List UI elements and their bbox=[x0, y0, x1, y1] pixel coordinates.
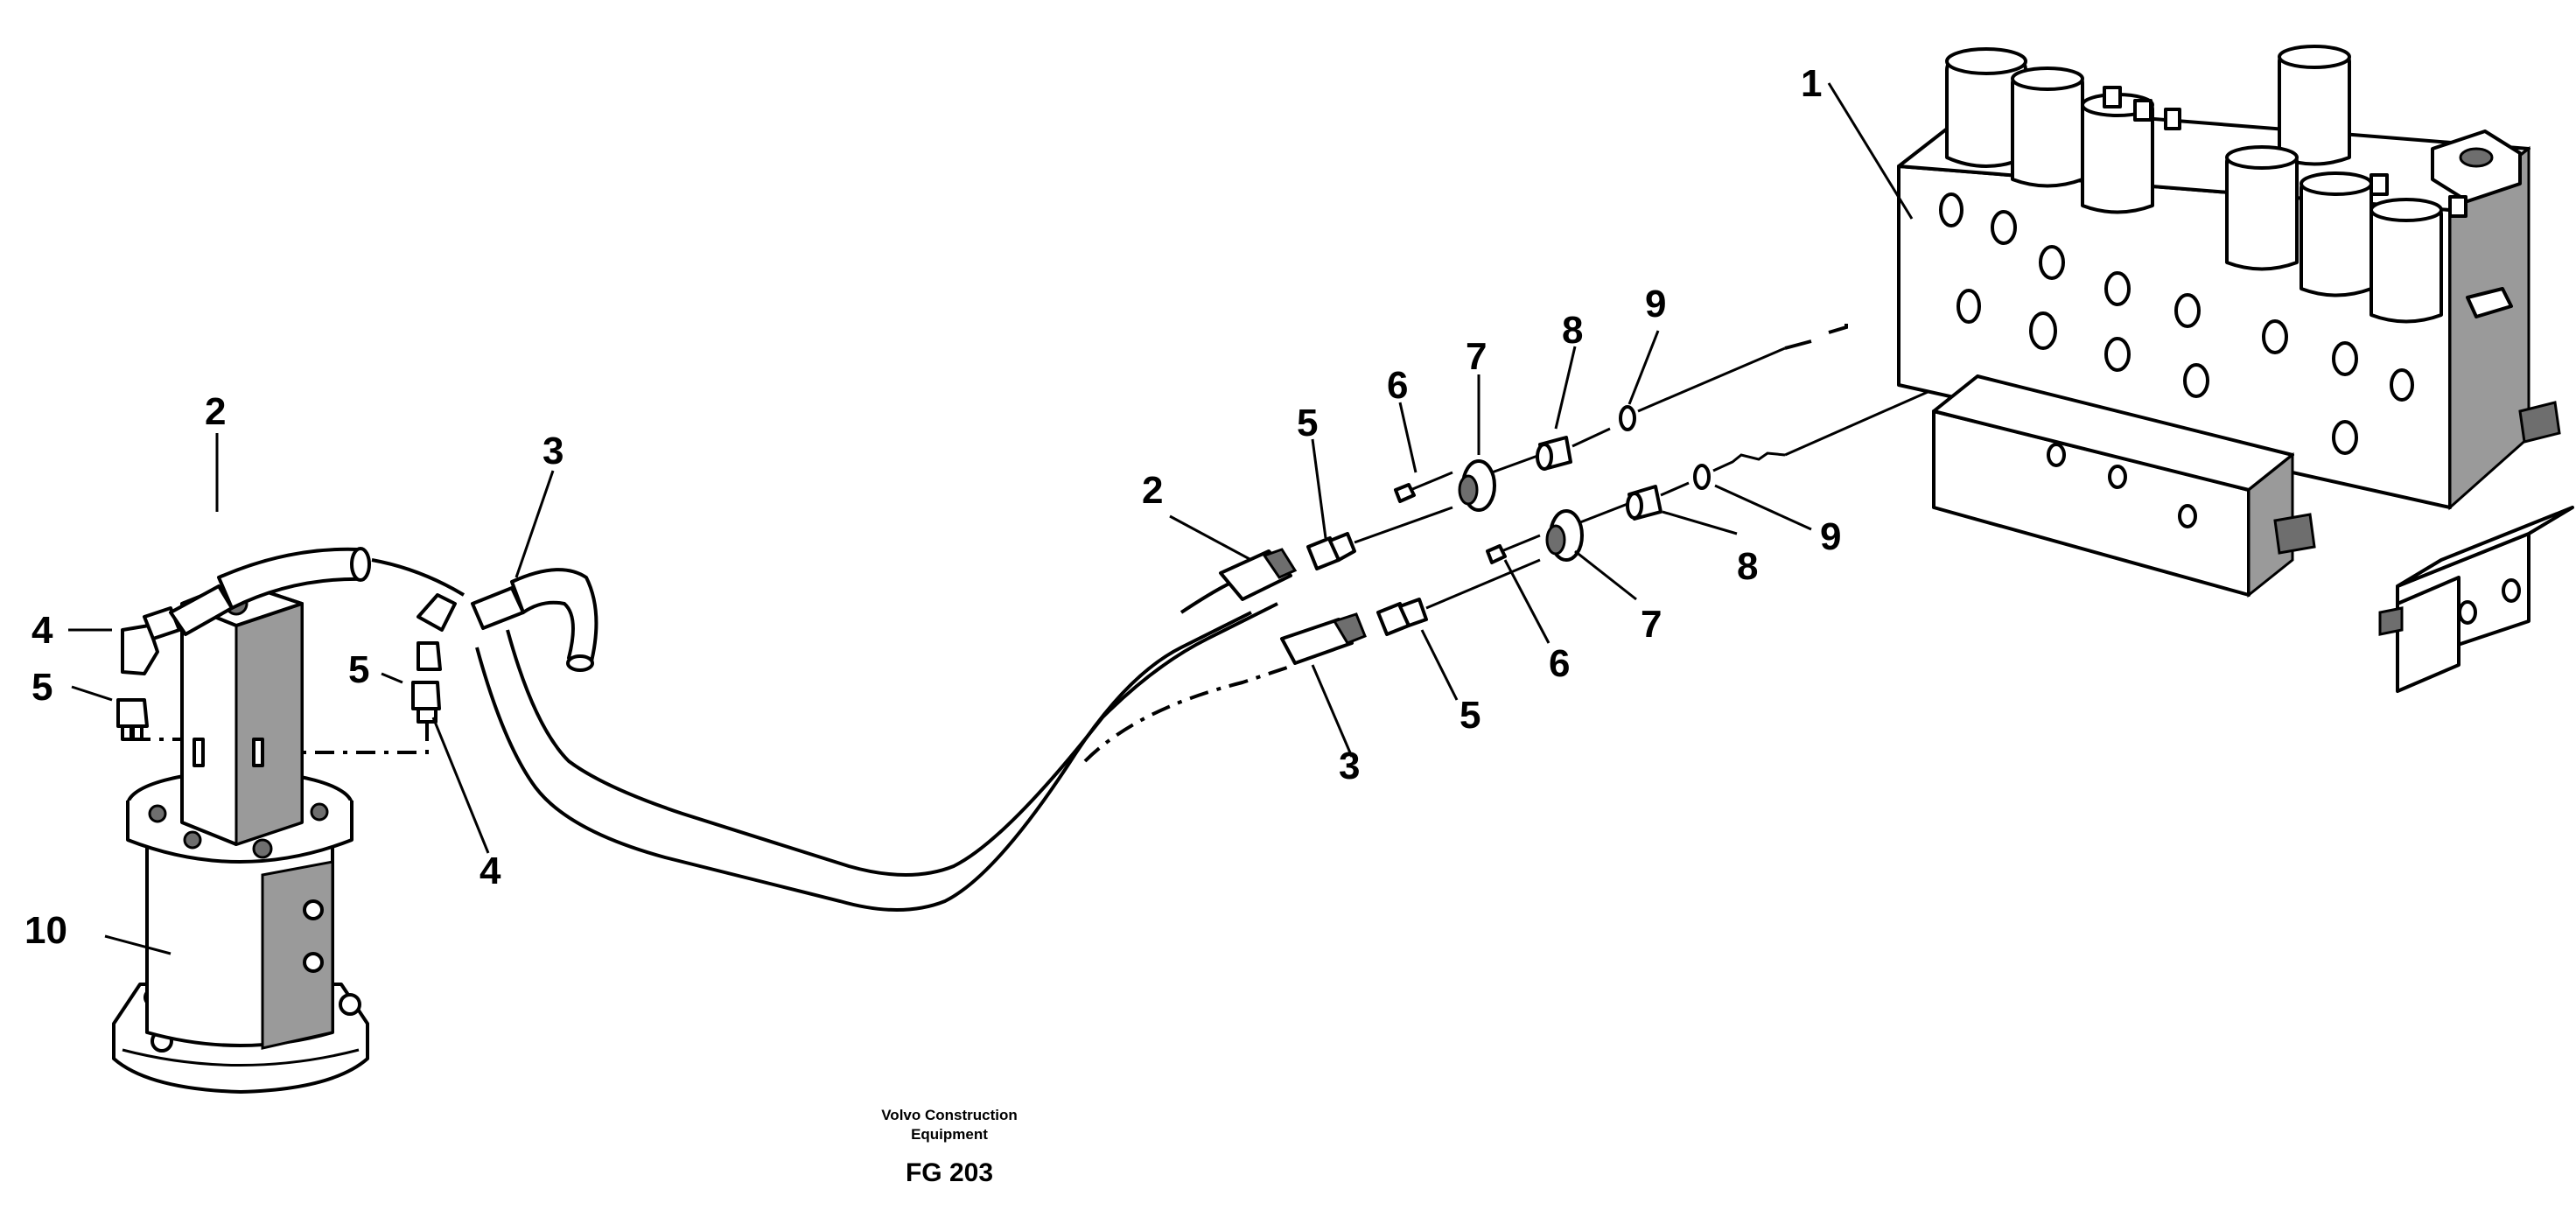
callout-5-nipple-right-a: 5 bbox=[1297, 402, 1318, 444]
callout-6-screw-b: 6 bbox=[1549, 642, 1570, 685]
figure-caption: Volvo Construction Equipment FG 203 bbox=[881, 1107, 1018, 1187]
leader-lines bbox=[68, 82, 1914, 955]
swivel-joint bbox=[112, 580, 369, 1094]
connection-line-left-b bbox=[302, 722, 429, 754]
callout-5-nipple-left-a: 5 bbox=[32, 666, 52, 709]
callout-3-hose-left: 3 bbox=[542, 430, 564, 472]
callout-labels: 1 2 3 4 5 5 4 10 2 5 6 7 8 9 3 5 6 7 8 9 bbox=[24, 62, 1841, 952]
screw-a bbox=[1394, 471, 1453, 503]
callout-9-oring-b: 9 bbox=[1820, 515, 1841, 558]
callout-2-hose-left: 2 bbox=[205, 390, 226, 433]
callout-5-nipple-right-b: 5 bbox=[1460, 694, 1480, 737]
figure-number: FG 203 bbox=[906, 1158, 993, 1187]
callout-7-flange-a: 7 bbox=[1466, 335, 1487, 378]
adapter-a bbox=[1536, 427, 1611, 471]
caption-line-2: Equipment bbox=[911, 1126, 988, 1143]
callout-1-valve-block: 1 bbox=[1801, 62, 1822, 105]
nipple-fitting-left-b bbox=[411, 681, 441, 724]
callout-5-nipple-left-b: 5 bbox=[348, 648, 369, 691]
callout-8-adapter-a: 8 bbox=[1562, 309, 1583, 352]
elbow-fitting-left-b bbox=[416, 593, 457, 671]
control-valve-block bbox=[1897, 45, 2574, 693]
adapter-b bbox=[1626, 481, 1690, 521]
hose-a bbox=[169, 547, 466, 636]
callout-9-oring-a: 9 bbox=[1645, 283, 1666, 325]
callout-4-elbow-left-b: 4 bbox=[480, 850, 501, 892]
callout-3-hose-right: 3 bbox=[1339, 745, 1360, 787]
callout-8-adapter-b: 8 bbox=[1737, 545, 1758, 588]
elbow-fitting-left-a bbox=[121, 606, 181, 675]
hose-end-a-right bbox=[1219, 548, 1298, 601]
hose-b bbox=[471, 568, 598, 672]
oring-a bbox=[1619, 324, 1848, 431]
caption-line-1: Volvo Construction bbox=[881, 1107, 1018, 1123]
hose-end-b-right bbox=[1280, 612, 1367, 665]
nipple-fitting-right-a bbox=[1306, 506, 1453, 570]
connection-line-left-a bbox=[130, 726, 184, 741]
callout-4-elbow-left: 4 bbox=[32, 609, 53, 652]
callout-6-screw-a: 6 bbox=[1387, 364, 1408, 407]
solenoid-valves bbox=[1945, 45, 2522, 324]
callout-10-swivel: 10 bbox=[24, 909, 67, 952]
flange-a bbox=[1458, 453, 1541, 512]
screw-b bbox=[1486, 534, 1541, 564]
callout-7-flange-b: 7 bbox=[1641, 603, 1662, 646]
callout-2-hose-right: 2 bbox=[1142, 469, 1163, 512]
nipple-fitting-right-b bbox=[1376, 558, 1541, 636]
flange-b bbox=[1545, 502, 1628, 562]
hose-run bbox=[475, 576, 1296, 912]
